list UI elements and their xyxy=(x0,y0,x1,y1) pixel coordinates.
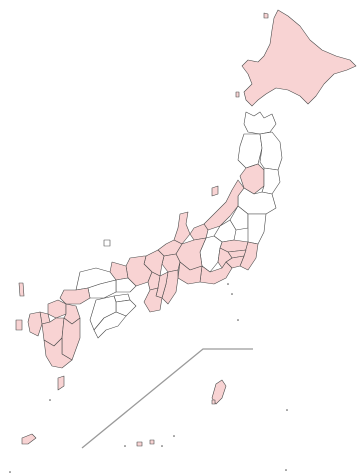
region-nagasaki[interactable] xyxy=(27,311,43,337)
island-dot xyxy=(285,469,287,471)
region-okinawa-islet-1[interactable] xyxy=(136,441,143,447)
region-okinawa-islet-3[interactable] xyxy=(211,399,216,405)
region-shimane-oki[interactable] xyxy=(103,239,111,247)
okinawa-inset-divider xyxy=(81,348,253,449)
region-okinawa-islet-2[interactable] xyxy=(149,439,155,445)
region-aomori[interactable] xyxy=(243,111,277,135)
region-ishikawa[interactable] xyxy=(173,211,191,245)
island-dot xyxy=(286,409,288,411)
island-dot xyxy=(9,471,11,473)
region-hokkaido-island-okushiri[interactable] xyxy=(235,91,240,98)
island-dot xyxy=(237,319,239,321)
island-dot xyxy=(161,445,163,447)
region-okinawa-main[interactable] xyxy=(211,379,227,405)
region-niigata-sado[interactable] xyxy=(211,185,219,197)
region-kagoshima-islands[interactable] xyxy=(57,375,65,391)
region-toyama[interactable] xyxy=(189,223,209,241)
region-okinawa-south[interactable] xyxy=(21,433,37,445)
region-shiga[interactable] xyxy=(161,253,181,273)
region-kochi[interactable] xyxy=(93,311,127,339)
region-yamaguchi[interactable] xyxy=(59,287,91,305)
region-fukuoka[interactable] xyxy=(47,299,67,319)
region-nagasaki-goto[interactable] xyxy=(15,319,23,331)
region-kagoshima[interactable] xyxy=(43,337,73,369)
region-wakayama[interactable] xyxy=(143,287,163,313)
region-tochigi[interactable] xyxy=(229,205,249,231)
island-dot xyxy=(124,445,126,447)
minor-islands xyxy=(9,283,288,473)
region-akita[interactable] xyxy=(237,133,263,169)
island-dot xyxy=(49,399,51,401)
island-dot xyxy=(231,293,233,295)
island-dot xyxy=(227,283,229,285)
region-miyazaki[interactable] xyxy=(61,317,81,361)
region-niigata[interactable] xyxy=(203,179,245,231)
region-hokkaido-island-rishiri[interactable] xyxy=(263,12,269,19)
region-shizuoka[interactable] xyxy=(199,261,233,285)
region-hokkaido[interactable] xyxy=(241,9,357,107)
island-dot xyxy=(173,435,175,437)
region-nagasaki-tsushima[interactable] xyxy=(18,282,25,297)
region-yamagata[interactable] xyxy=(239,163,265,195)
region-miyagi[interactable] xyxy=(261,167,281,195)
region-ibaraki[interactable] xyxy=(247,213,267,245)
region-iwate[interactable] xyxy=(259,131,283,171)
